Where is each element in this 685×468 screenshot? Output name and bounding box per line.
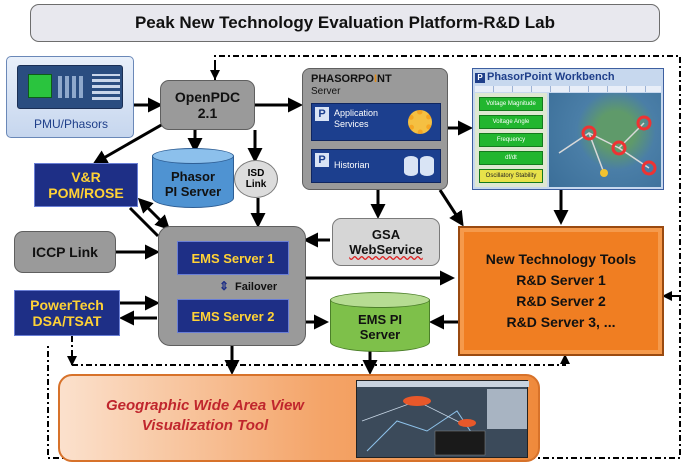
phasorpoint-brand: PHASORPOINT xyxy=(311,73,392,85)
iccp-label: ICCP Link xyxy=(32,244,98,260)
openpdc-line1: OpenPDC xyxy=(174,89,241,105)
workbench-tabbar xyxy=(475,86,661,92)
geo-screenshot-art xyxy=(357,381,529,456)
ems2-label: EMS Server 2 xyxy=(191,308,275,324)
ems-pi-label: EMS PI Server xyxy=(330,306,430,348)
geographic-view-node: Geographic Wide Area View Visualization … xyxy=(58,374,540,462)
ems-pi-server-node: EMS PI Server xyxy=(330,292,430,352)
phasorpoint-server-node: PHASORPOINT Server P Application Service… xyxy=(302,68,448,190)
historian-panel: P Historian xyxy=(311,149,441,183)
ems-pi-line1: EMS PI xyxy=(357,312,403,327)
workbench-title-text: PhasorPoint Workbench xyxy=(487,71,615,83)
phasor-pi-line1: Phasor xyxy=(170,169,216,184)
tools-line1: New Technology Tools xyxy=(485,251,637,267)
geo-line2: Visualization Tool xyxy=(141,417,269,434)
phasorpoint-brand-c: NT xyxy=(377,73,392,85)
workbench-menu-item-dfdt[interactable]: df/dt xyxy=(479,151,543,165)
vr-line2: POM/ROSE xyxy=(48,185,124,201)
workbench-map-overlay xyxy=(558,115,657,177)
phasorpoint-brand-a: PHASORPO xyxy=(311,73,374,85)
powertech-line2: DSA/TSAT xyxy=(32,313,102,329)
phasor-pi-server-node: Phasor PI Server xyxy=(152,148,234,208)
vr-line1: V&R xyxy=(71,169,101,185)
app-services-line1: Application xyxy=(334,108,379,118)
application-services-panel: P Application Services xyxy=(311,103,441,141)
pmu-device-screen xyxy=(28,74,52,98)
tools-line3: R&D Server 2 xyxy=(516,293,606,309)
workbench-menu-item-frequency[interactable]: Frequency xyxy=(479,133,543,147)
phasor-pi-cylinder-body xyxy=(152,156,234,208)
geo-title: Geographic Wide Area View Visualization … xyxy=(70,396,340,436)
database-icon xyxy=(404,156,418,176)
workbench-menu-item-voltage-angle[interactable]: Voltage Angle xyxy=(479,115,543,129)
platform-title: Peak New Technology Evaluation Platform-… xyxy=(30,4,660,42)
historian-label: Historian xyxy=(334,160,370,170)
app-services-label: Application Services xyxy=(334,108,378,130)
iccp-link-node: ICCP Link xyxy=(14,231,116,273)
pmu-device-keypad xyxy=(58,76,86,98)
pmu-phasors-node: PMU/Phasors xyxy=(6,56,134,138)
failover-label: Failover xyxy=(235,281,278,293)
isd-line1: ISD xyxy=(247,168,265,179)
tools-line4: R&D Server 3, ... xyxy=(506,314,616,330)
platform-title-text: Peak New Technology Evaluation Platform-… xyxy=(134,13,556,32)
powertech-dsa-tsat-node: PowerTech DSA/TSAT xyxy=(14,290,120,336)
arrow-phasorpoint-tools xyxy=(438,189,464,227)
app-services-p-icon: P xyxy=(315,107,329,121)
database-icon-2 xyxy=(420,156,434,176)
app-services-line2: Services xyxy=(334,119,369,129)
gsa-webservice-node: GSA WebService xyxy=(332,218,440,266)
arrow-vr-ems xyxy=(137,197,171,231)
workbench-menu-item-oscillatory-stability[interactable]: Oscillatory Stability xyxy=(479,169,543,183)
pmu-device-ports xyxy=(92,74,120,100)
historian-p-icon: P xyxy=(315,153,329,167)
phasorpoint-subtitle: Server xyxy=(311,86,341,97)
workbench-menu: Voltage Magnitude Voltage Angle Frequenc… xyxy=(475,93,547,187)
dashed-feedback-loop xyxy=(47,55,681,459)
arrow-openpdc-vr xyxy=(92,118,171,165)
workbench-menu-item-voltage-magnitude[interactable]: Voltage Magnitude xyxy=(479,97,543,111)
openpdc-node: OpenPDC 2.1 xyxy=(160,80,255,130)
ems-pi-cylinder-top xyxy=(330,292,430,308)
ems1-label: EMS Server 1 xyxy=(191,250,275,266)
gear-icon xyxy=(408,110,432,134)
ems-pi-cylinder-body xyxy=(330,300,430,352)
geo-visualization-screenshot xyxy=(356,380,529,458)
openpdc-line2: 2.1 xyxy=(197,105,218,121)
isd-link-node: ISD Link xyxy=(234,160,278,198)
vr-pom-rose-node: V&R POM/ROSE xyxy=(34,163,138,207)
gsa-line2: WebService xyxy=(349,242,423,257)
isd-line2: Link xyxy=(245,179,267,190)
tools-line2: R&D Server 1 xyxy=(516,272,606,288)
workbench-p-icon: P xyxy=(475,73,485,83)
geo-line1: Geographic Wide Area View xyxy=(106,397,304,414)
new-technology-tools-node: New Technology Tools R&D Server 1 R&D Se… xyxy=(458,226,664,356)
pmu-device-image xyxy=(17,65,123,109)
phasor-pi-label: Phasor PI Server xyxy=(152,162,234,206)
ems-server-cluster: EMS Server 1 ⇕ Failover EMS Server 2 xyxy=(158,226,306,346)
phasor-pi-cylinder-top xyxy=(152,148,234,164)
phasorpoint-brand-b: I xyxy=(373,73,378,85)
workbench-map xyxy=(549,93,661,187)
powertech-line1: PowerTech xyxy=(30,297,104,313)
ems-server-1: EMS Server 1 xyxy=(177,241,289,275)
pmu-label: PMU/Phasors xyxy=(33,117,109,131)
ems-server-2: EMS Server 2 xyxy=(177,299,289,333)
ems-pi-line2: Server xyxy=(359,327,401,342)
phasor-pi-line2: PI Server xyxy=(164,184,222,199)
gsa-line1: GSA xyxy=(371,227,401,242)
failover-swap-icon: ⇕ xyxy=(219,279,230,293)
